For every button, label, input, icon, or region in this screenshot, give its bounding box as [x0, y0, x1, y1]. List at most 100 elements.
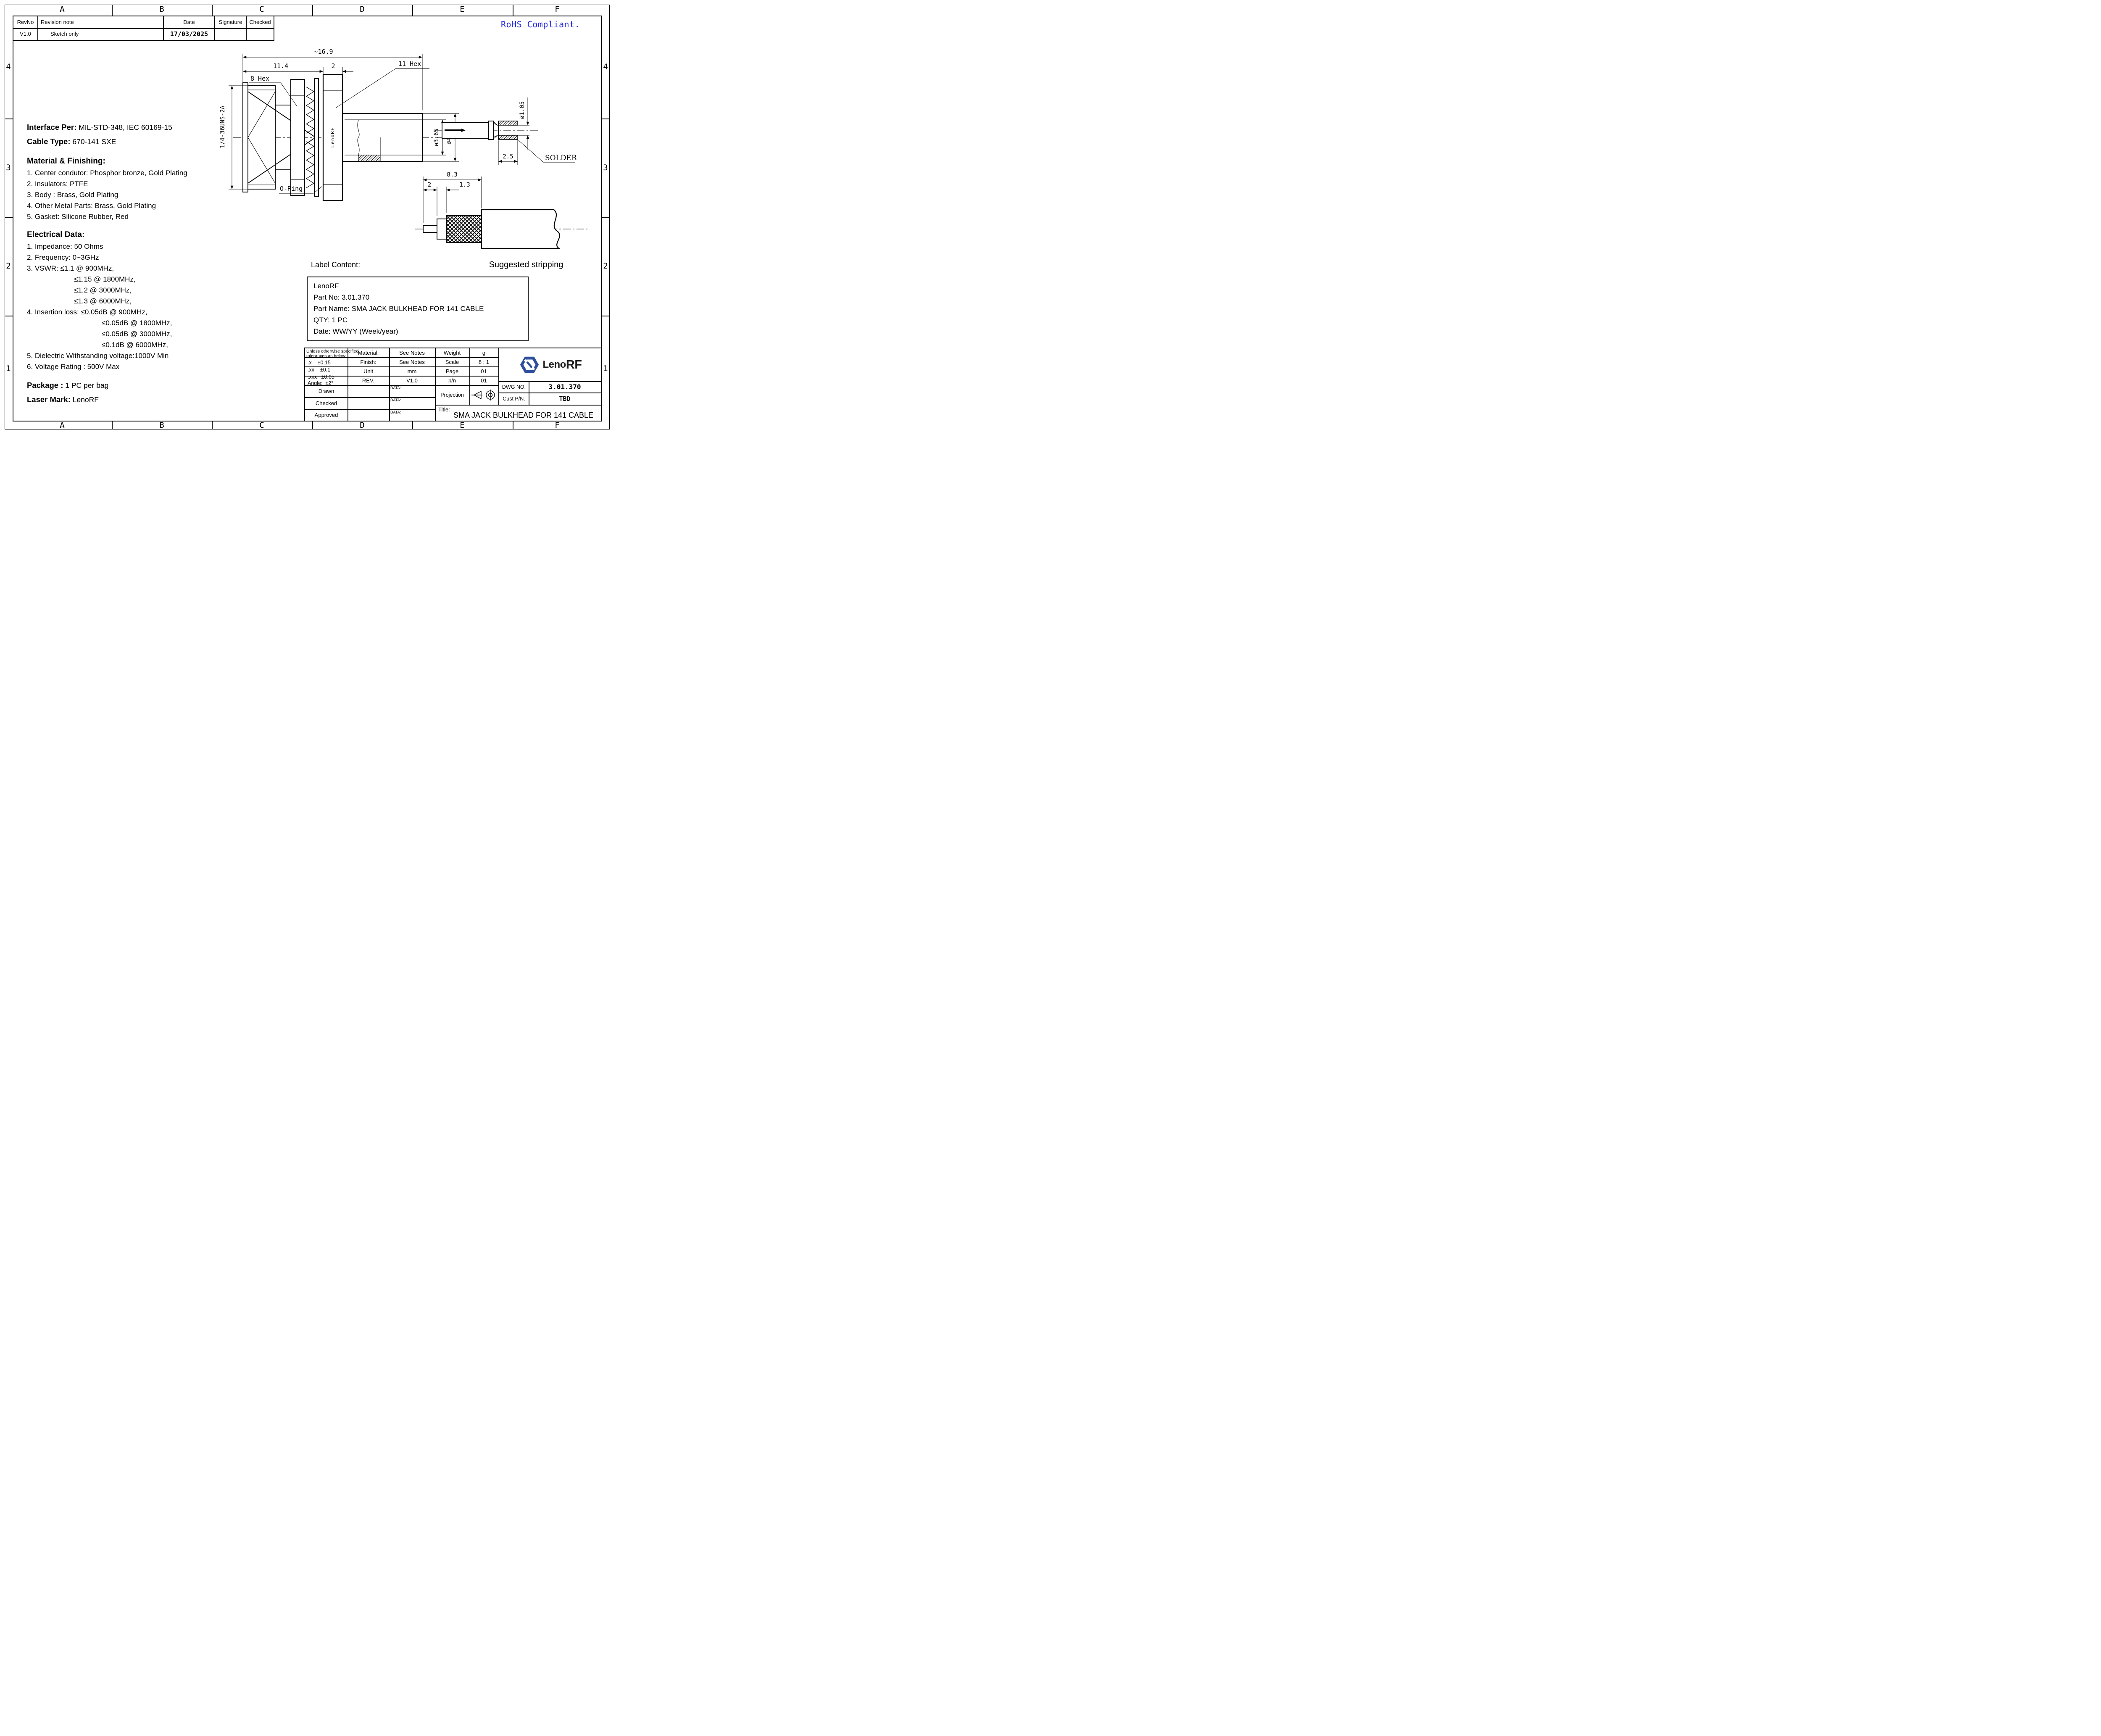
- projection-label: Projection: [440, 392, 464, 398]
- note-header: Revision note: [41, 19, 74, 25]
- electrical-item: ≤0.05dB @ 3000MHz,: [102, 330, 172, 338]
- material-item: 3. Body : Brass, Gold Plating: [27, 191, 118, 199]
- zone-row: 4: [6, 62, 11, 71]
- strip-total-label: 8.3: [447, 171, 457, 178]
- revision-table: RevNo Revision note Date Signature Check…: [13, 16, 274, 41]
- dim-body: 11.4: [273, 62, 288, 70]
- pin-dia-label: ø1.05: [519, 101, 526, 119]
- zone-row: 3: [603, 163, 608, 172]
- material-item: 4. Other Metal Parts: Brass, Gold Platin…: [27, 202, 156, 210]
- tick: [412, 5, 413, 16]
- data-label: DATA:: [390, 386, 401, 390]
- thread-label: 1/4-36UNS-2A: [219, 105, 226, 148]
- zone-row: 2: [603, 261, 608, 271]
- hex-large-label: 11 Hex: [398, 60, 421, 68]
- note-value: Sketch only: [50, 31, 79, 37]
- checked-label: Checked: [315, 400, 337, 406]
- strip-conductor-label: 2: [428, 182, 431, 188]
- dwg-label: DWG NO.: [502, 384, 526, 390]
- electrical-item: ≤0.1dB @ 6000MHz,: [102, 341, 168, 349]
- label-line: LenoRF: [313, 282, 339, 290]
- material-title: Material & Finishing:: [27, 157, 105, 166]
- zone-col: D: [360, 5, 365, 14]
- electrical-item: 3. VSWR: ≤1.1 @ 900MHz,: [27, 264, 114, 272]
- material-item: 2. Insulators: PTFE: [27, 180, 88, 188]
- material-item: 1. Center condutor: Phosphor bronze, Gol…: [27, 169, 187, 177]
- page-value: 01: [481, 368, 487, 374]
- electrical-title: Electrical Data:: [27, 230, 85, 239]
- pin-view: [436, 97, 575, 165]
- electrical-item: ≤1.2 @ 3000MHz,: [74, 286, 132, 294]
- tick: [602, 217, 610, 218]
- zone-col: E: [460, 5, 465, 14]
- cust-label: Cust P/N.: [503, 395, 525, 402]
- specs-block: Interface Per: MIL-STD-348, IEC 60169-15…: [27, 120, 232, 407]
- package-line: Package : 1 PC per bag: [27, 381, 109, 390]
- weight-label: Weight: [443, 350, 461, 356]
- label-line: Part Name: SMA JACK BULKHEAD FOR 141 CAB…: [313, 305, 484, 313]
- electrical-item: ≤0.05dB @ 1800MHz,: [102, 319, 172, 327]
- tolerance-row: Angle: ±2°: [308, 380, 334, 386]
- electrical-item: 2. Frequency: 0~3GHz: [27, 253, 99, 261]
- scale-value: 8 : 1: [478, 358, 490, 365]
- checked-header: Checked: [249, 19, 271, 25]
- dwg-value: 3.01.370: [548, 383, 581, 391]
- finish-value: See Notes: [399, 358, 425, 365]
- material-item: 5. Gasket: Silicone Rubber, Red: [27, 213, 129, 221]
- brand-logo-text1: Leno: [542, 359, 566, 370]
- zone-col: F: [555, 421, 560, 430]
- cable-line: Cable Type: 670-141 SXE: [27, 137, 116, 146]
- zone-row: 3: [6, 163, 11, 172]
- title-value: SMA JACK BULKHEAD FOR 141 CABLE: [453, 411, 594, 419]
- title-label: Title:: [438, 406, 450, 413]
- brand-logo-text2: RF: [566, 358, 582, 371]
- electrical-item: ≤1.15 @ 1800MHz,: [74, 275, 136, 283]
- zone-col: C: [259, 5, 264, 14]
- tolerance-row: .xxx ±0.05: [308, 374, 334, 380]
- strip-view: [415, 176, 587, 249]
- signature-header: Signature: [219, 19, 242, 25]
- data-label: DATA:: [390, 398, 401, 402]
- label-line: Date: WW/YY (Week/year): [313, 327, 398, 335]
- electrical-item: 4. Insertion loss: ≤0.05dB @ 900MHz,: [27, 308, 147, 316]
- page-label: Page: [445, 368, 459, 374]
- zone-row: 1: [6, 364, 11, 373]
- date-header: Date: [183, 19, 195, 25]
- tolerance-row: .xx ±0.1: [308, 367, 331, 373]
- tolerance-note: Unless otherwise specified,tolerances as…: [306, 349, 360, 358]
- zone-col: B: [159, 5, 164, 14]
- hex-small-label: 8 Hex: [250, 75, 269, 82]
- cust-value: TBD: [559, 395, 571, 403]
- label-line: QTY: 1 PC: [313, 316, 348, 324]
- solder-label: SOLDER: [545, 154, 577, 162]
- title-block: Unless otherwise specified,tolerances as…: [304, 348, 602, 421]
- weight-value: g: [482, 350, 486, 356]
- projection-symbol: [469, 385, 498, 405]
- material-label: Material:: [358, 350, 379, 356]
- approved-label: Approved: [314, 412, 338, 418]
- dim-flange: 2: [331, 62, 335, 70]
- zone-col: F: [555, 5, 560, 14]
- tick: [412, 421, 413, 429]
- oring-label: O-Ring: [280, 185, 303, 192]
- pn-value: 01: [481, 377, 487, 384]
- tick: [112, 5, 113, 16]
- label-line: Part No: 3.01.370: [313, 293, 370, 301]
- zone-row: 4: [603, 62, 608, 71]
- zone-col: B: [159, 421, 164, 430]
- tick: [312, 5, 313, 16]
- body-mark: LenoRF: [330, 127, 335, 148]
- date-value: 17/03/2025: [170, 30, 208, 38]
- zone-col: C: [259, 421, 264, 430]
- material-value: See Notes: [399, 350, 425, 356]
- rohs-note: RoHS Compliant.: [501, 19, 580, 29]
- rev-label: REV.: [362, 377, 375, 384]
- unit-label: Unit: [363, 368, 374, 374]
- electrical-item: 1. Impedance: 50 Ohms: [27, 242, 103, 250]
- drawing-sheet: A B C D E F A B C D E F 4 3 2 1 4 3 2 1 …: [0, 0, 614, 434]
- zone-col: A: [60, 5, 65, 14]
- zone-row: 2: [6, 261, 11, 271]
- main-view: [229, 54, 466, 201]
- tick: [212, 5, 213, 16]
- strip-dielectric-label: 1.3: [459, 182, 470, 188]
